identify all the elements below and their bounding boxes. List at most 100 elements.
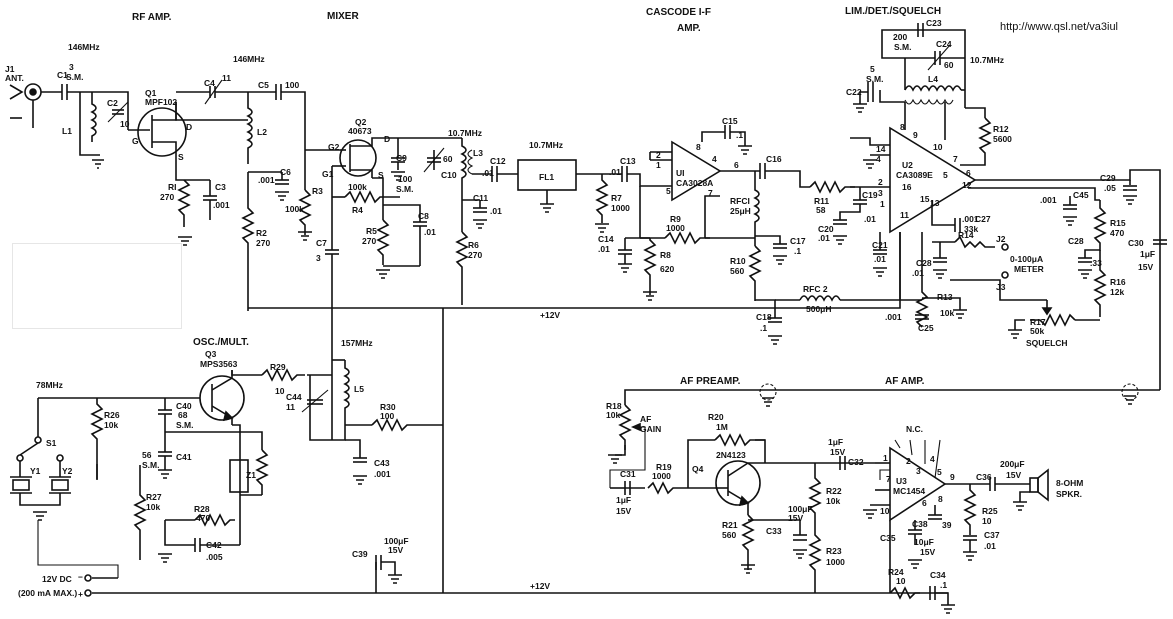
shield-ground-right bbox=[1121, 383, 1139, 401]
svg-text:L3: L3 bbox=[473, 148, 483, 158]
svg-text:C4: C4 bbox=[204, 78, 215, 88]
svg-text:R29: R29 bbox=[270, 362, 286, 372]
jack-j2[interactable] bbox=[1001, 243, 1009, 251]
transistor-q3 bbox=[199, 375, 245, 421]
resistor-r11 bbox=[809, 180, 855, 194]
svg-text:5: 5 bbox=[943, 170, 948, 180]
svg-text:RFCI: RFCI bbox=[730, 196, 750, 206]
svg-text:C28: C28 bbox=[1068, 236, 1084, 246]
heading-cascode-if: CASCODE I-F bbox=[646, 7, 711, 18]
heading-rf-amp: RF AMP. bbox=[132, 12, 172, 23]
svg-text:FL1: FL1 bbox=[539, 172, 554, 182]
svg-text:R22: R22 bbox=[826, 486, 842, 496]
q3-part: MPS3563 bbox=[200, 359, 238, 369]
blank-overlay-box bbox=[12, 243, 182, 329]
rail-upper-label: +12V bbox=[540, 310, 560, 320]
potentiometer-r17[interactable] bbox=[1030, 313, 1076, 327]
svg-text:10: 10 bbox=[982, 516, 992, 526]
resistor-r13 bbox=[915, 232, 929, 328]
svg-text:270: 270 bbox=[256, 238, 270, 248]
potentiometer-r18[interactable] bbox=[618, 404, 632, 450]
svg-text:2: 2 bbox=[656, 150, 661, 160]
svg-text:R4: R4 bbox=[352, 205, 363, 215]
svg-text:C17: C17 bbox=[790, 236, 806, 246]
resistor-r10 bbox=[748, 245, 762, 301]
svg-text:.01: .01 bbox=[818, 233, 830, 243]
svg-text:6: 6 bbox=[734, 160, 739, 170]
svg-text:R3: R3 bbox=[312, 186, 323, 196]
svg-text:10k: 10k bbox=[606, 410, 620, 420]
c1-label: C1 bbox=[57, 70, 68, 80]
svg-text:7: 7 bbox=[886, 474, 891, 484]
switch-s1-common[interactable] bbox=[34, 436, 42, 444]
svg-text:.001: .001 bbox=[374, 469, 391, 479]
svg-text:470: 470 bbox=[196, 513, 210, 523]
svg-text:C2: C2 bbox=[107, 98, 118, 108]
dc-plus-terminal[interactable] bbox=[84, 589, 92, 597]
svg-text:10μF: 10μF bbox=[914, 537, 934, 547]
ant-label: ANT. bbox=[5, 73, 24, 83]
svg-text:560: 560 bbox=[730, 266, 744, 276]
jack-j3[interactable] bbox=[1001, 271, 1009, 279]
svg-text:L4: L4 bbox=[928, 74, 938, 84]
svg-text:C44: C44 bbox=[286, 392, 302, 402]
svg-text:1000: 1000 bbox=[666, 223, 685, 233]
svg-text:2: 2 bbox=[906, 456, 911, 466]
svg-text:.001: .001 bbox=[962, 214, 979, 224]
svg-text:R12: R12 bbox=[993, 124, 1009, 134]
svg-text:.1: .1 bbox=[760, 323, 767, 333]
svg-text:C27: C27 bbox=[975, 214, 991, 224]
svg-text:C3: C3 bbox=[215, 182, 226, 192]
svg-text:.01: .01 bbox=[598, 244, 610, 254]
svg-text:15V: 15V bbox=[788, 513, 803, 523]
svg-text:12k: 12k bbox=[1110, 287, 1124, 297]
freq-146-l2: 146MHz bbox=[233, 54, 265, 64]
svg-text:D: D bbox=[186, 122, 192, 132]
svg-text:C45: C45 bbox=[1073, 190, 1089, 200]
svg-text:C37: C37 bbox=[984, 530, 1000, 540]
svg-text:1μF: 1μF bbox=[1140, 249, 1155, 259]
dc-minus-terminal[interactable] bbox=[84, 574, 92, 582]
inductor-l5 bbox=[343, 360, 350, 418]
svg-text:RFC 2: RFC 2 bbox=[803, 284, 828, 294]
svg-text:S1: S1 bbox=[46, 438, 57, 448]
svg-text:C23: C23 bbox=[926, 18, 942, 28]
svg-text:10k: 10k bbox=[940, 308, 954, 318]
svg-text:8: 8 bbox=[938, 494, 943, 504]
svg-text:.01: .01 bbox=[490, 206, 502, 216]
heading-lim-det-squelch: LIM./DET./SQUELCH bbox=[845, 6, 941, 17]
svg-text:15V: 15V bbox=[920, 547, 935, 557]
svg-text:G1: G1 bbox=[322, 169, 334, 179]
svg-text:C5: C5 bbox=[258, 80, 269, 90]
svg-text:1: 1 bbox=[883, 453, 888, 463]
svg-text:R20: R20 bbox=[708, 412, 724, 422]
svg-text:C15: C15 bbox=[722, 116, 738, 126]
resistor-r2 bbox=[241, 172, 255, 311]
svg-text:1: 1 bbox=[656, 160, 661, 170]
svg-text:11: 11 bbox=[286, 402, 295, 412]
resistor-r27 bbox=[133, 465, 147, 560]
svg-text:15V: 15V bbox=[1006, 470, 1021, 480]
squelch-label: SQUELCH bbox=[1026, 338, 1068, 348]
j1-label: J1 bbox=[5, 64, 15, 74]
svg-text:100: 100 bbox=[380, 411, 394, 421]
svg-text:D: D bbox=[384, 134, 390, 144]
svg-text:S.M.: S.M. bbox=[396, 184, 413, 194]
svg-text:R25: R25 bbox=[982, 506, 998, 516]
switch-s1-lever[interactable] bbox=[19, 442, 39, 456]
svg-text:7: 7 bbox=[708, 188, 713, 198]
svg-text:9: 9 bbox=[913, 130, 918, 140]
svg-text:R11: R11 bbox=[814, 196, 829, 206]
svg-text:5: 5 bbox=[666, 186, 671, 196]
svg-text:C36: C36 bbox=[976, 472, 992, 482]
svg-text:C20: C20 bbox=[818, 224, 834, 234]
svg-text:R2: R2 bbox=[256, 228, 267, 238]
svg-text:.001: .001 bbox=[1040, 195, 1057, 205]
svg-text:R10: R10 bbox=[730, 256, 746, 266]
svg-text:R16: R16 bbox=[1110, 277, 1126, 287]
svg-text:25μH: 25μH bbox=[730, 206, 751, 216]
resistor-r24 bbox=[889, 586, 920, 600]
svg-text:0-100μA: 0-100μA bbox=[1010, 254, 1043, 264]
svg-text:C38: C38 bbox=[912, 519, 928, 529]
